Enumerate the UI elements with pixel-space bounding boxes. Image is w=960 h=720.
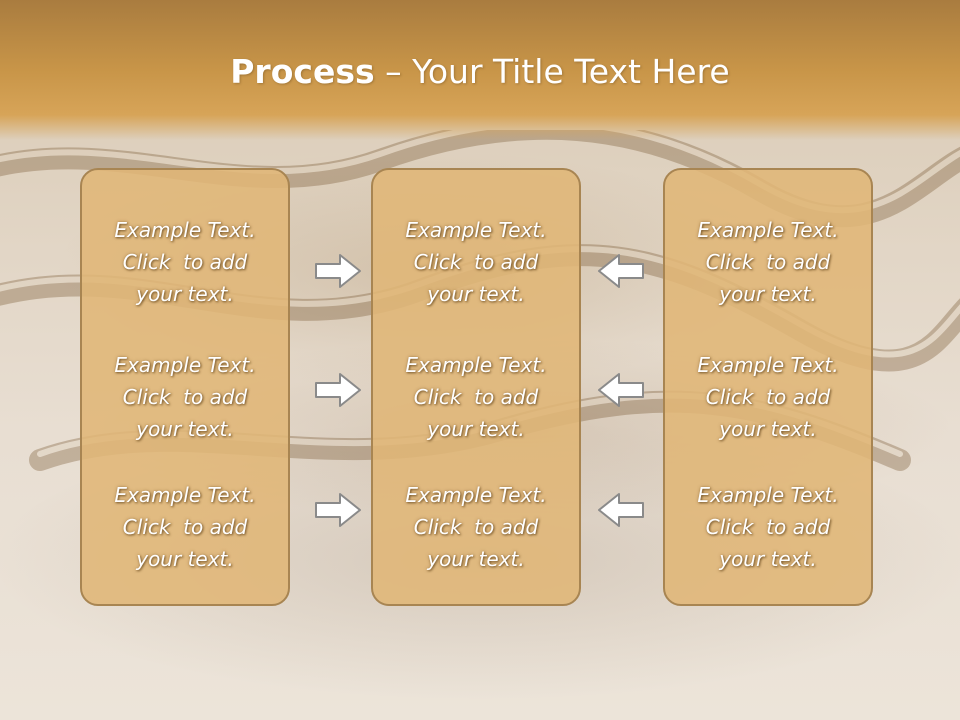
slide-title[interactable]: Process – Your Title Text Here [0,52,960,91]
text-line: Click to add [122,385,248,409]
text-line: your text. [427,547,525,571]
text-line: your text. [719,417,817,441]
text-line: Click to add [122,250,248,274]
process-panel-center[interactable]: Example Text. Click to add your text. Ex… [371,168,581,606]
text-line: Example Text. [114,218,256,242]
text-line: Example Text. [114,353,256,377]
text-line: your text. [427,417,525,441]
text-line: your text. [427,282,525,306]
text-placeholder[interactable]: Example Text. Click to add your text. [82,214,288,310]
text-line: Example Text. [405,353,547,377]
arrow-left-icon[interactable] [597,492,645,528]
text-line: Click to add [413,250,539,274]
process-panel-right[interactable]: Example Text. Click to add your text. Ex… [663,168,873,606]
process-panel-left[interactable]: Example Text. Click to add your text. Ex… [80,168,290,606]
text-placeholder[interactable]: Example Text. Click to add your text. [373,479,579,575]
title-rest-text: – Your Title Text Here [374,52,730,91]
text-placeholder[interactable]: Example Text. Click to add your text. [665,349,871,445]
text-line: your text. [136,547,234,571]
text-line: your text. [136,417,234,441]
text-line: your text. [719,282,817,306]
text-placeholder[interactable]: Example Text. Click to add your text. [373,214,579,310]
text-placeholder[interactable]: Example Text. Click to add your text. [373,349,579,445]
text-placeholder[interactable]: Example Text. Click to add your text. [665,479,871,575]
text-line: Example Text. [697,483,839,507]
text-line: Example Text. [405,218,547,242]
text-line: Example Text. [114,483,256,507]
text-line: Click to add [705,385,831,409]
arrow-right-icon[interactable] [314,253,362,289]
text-placeholder[interactable]: Example Text. Click to add your text. [82,349,288,445]
text-line: Click to add [413,515,539,539]
text-line: Example Text. [405,483,547,507]
arrow-left-icon[interactable] [597,253,645,289]
text-line: Example Text. [697,353,839,377]
text-line: Click to add [705,250,831,274]
text-line: Click to add [705,515,831,539]
text-line: your text. [719,547,817,571]
text-line: Click to add [122,515,248,539]
arrow-right-icon[interactable] [314,492,362,528]
text-placeholder[interactable]: Example Text. Click to add your text. [82,479,288,575]
text-line: Click to add [413,385,539,409]
arrow-left-icon[interactable] [597,372,645,408]
arrow-right-icon[interactable] [314,372,362,408]
text-placeholder[interactable]: Example Text. Click to add your text. [665,214,871,310]
text-line: your text. [136,282,234,306]
text-line: Example Text. [697,218,839,242]
title-bold-text: Process [230,52,375,91]
title-band [0,0,960,140]
